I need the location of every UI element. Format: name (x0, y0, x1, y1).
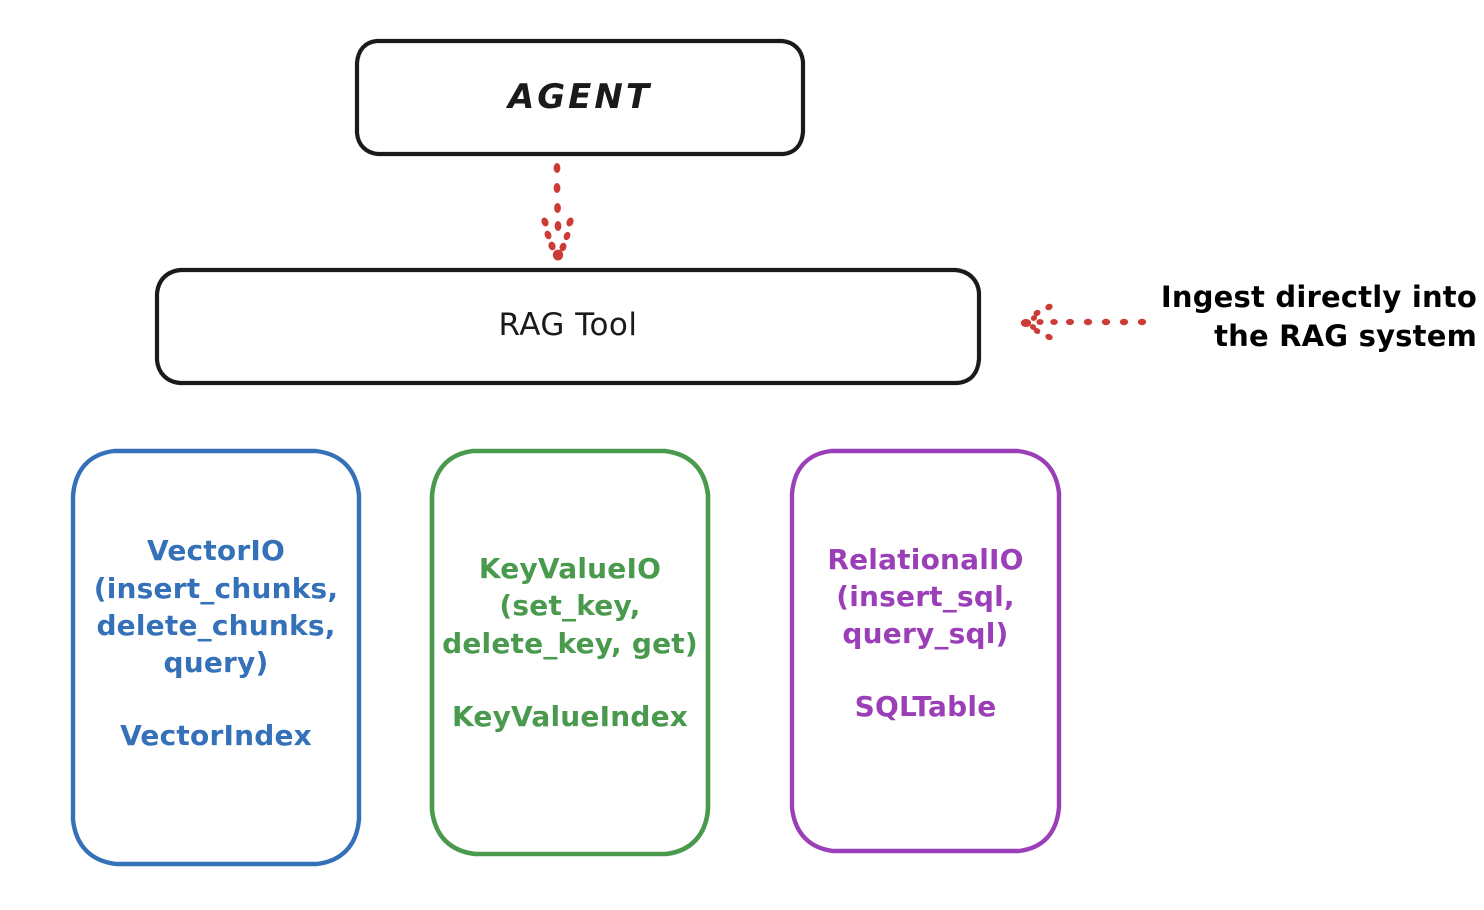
relational-io-node[interactable]: RelationalIO (insert_sql, query_sql) SQL… (789, 448, 1062, 854)
sql-table-label: SQLTable (854, 690, 997, 724)
vector-io-node[interactable]: VectorIO (insert_chunks, delete_chunks, … (70, 448, 362, 867)
rag-tool-node-label: RAG Tool (498, 307, 638, 344)
rag-tool-node[interactable]: RAG Tool (154, 267, 982, 386)
relational-io-api-label: RelationalIO (insert_sql, query_sql) (827, 542, 1024, 650)
agent-to-rag-tool-arrow (541, 163, 574, 261)
key-value-io-node[interactable]: KeyValueIO (set_key, delete_key, get) Ke… (429, 448, 711, 857)
vector-io-api-label: VectorIO (insert_chunks, delete_chunks, … (93, 534, 339, 680)
vector-index-label: VectorIndex (120, 719, 312, 753)
key-value-io-api-label: KeyValueIO (set_key, delete_key, get) (442, 552, 698, 660)
key-value-index-label: KeyValueIndex (451, 699, 689, 733)
agent-node-label: AGENT (507, 76, 653, 117)
ingest-into-rag-arrow (1020, 303, 1147, 341)
agent-node[interactable]: AGENT (354, 38, 806, 157)
ingest-annotation-label: Ingest directly into the RAG system (1160, 280, 1477, 353)
